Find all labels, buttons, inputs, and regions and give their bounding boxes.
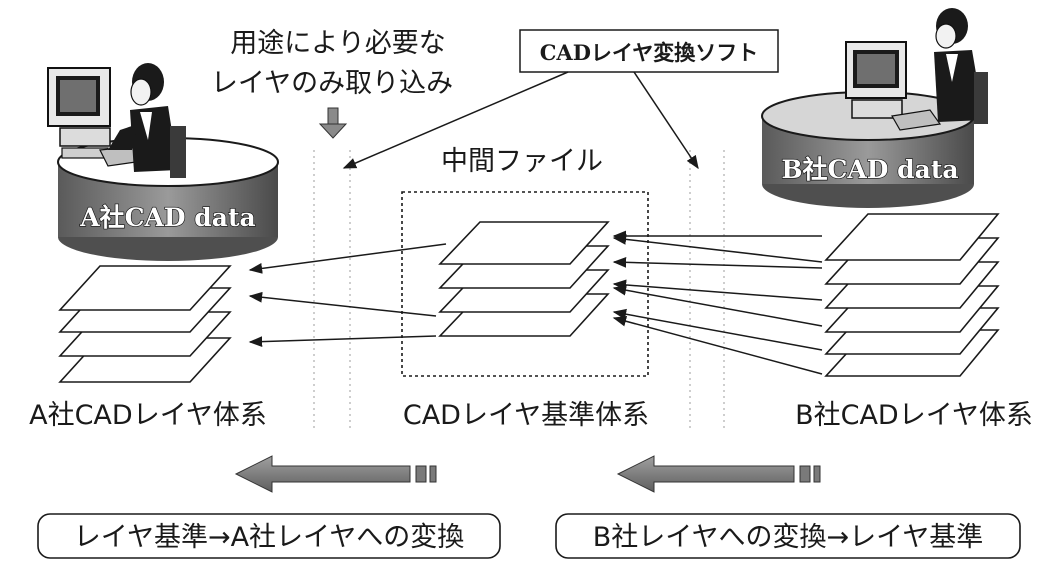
standard-system-label: CADレイヤ基準体系	[403, 400, 649, 431]
arrow-b-to-std-7	[612, 315, 823, 375]
intermediate-file-box	[401, 191, 649, 377]
software-pointer-right	[633, 71, 699, 170]
software-label: CADレイヤ変換ソフト	[540, 40, 759, 65]
arrow-std-to-a-2	[248, 291, 437, 317]
arrow-b-to-std-4	[612, 279, 823, 301]
software-pointer-left	[342, 71, 569, 169]
top-note-line1: 用途により必要な	[230, 28, 445, 59]
arrow-std-to-a-1	[248, 243, 447, 274]
company-b-layer-stack	[824, 213, 1000, 377]
down-arrow-icon	[318, 107, 348, 139]
conversion-left-label: レイヤ基準→A社レイヤへの変換	[74, 522, 464, 553]
big-left-arrow-icon	[234, 455, 437, 493]
conversion-left-box: レイヤ基準→A社レイヤへの変換	[37, 513, 501, 559]
big-right-side-arrow-icon	[616, 455, 821, 493]
standard-layer-stack	[438, 221, 610, 337]
arrow-b-to-std-6	[612, 308, 823, 351]
company-a-db-label: A社CAD data	[79, 203, 256, 232]
arrow-std-to-a-3	[248, 335, 437, 348]
intermediate-file-label: 中間ファイル	[441, 146, 603, 177]
company-a-database: A社CAD data	[57, 137, 279, 261]
company-a-system-label: A社CADレイヤ体系	[29, 400, 267, 431]
top-note-line2: レイヤのみ取り込み	[211, 68, 453, 99]
person-computer-a-icon	[47, 63, 186, 178]
conversion-right-box: B社レイヤへの変換→レイヤ基準	[555, 513, 1021, 559]
company-b-db-label: B社CAD data	[781, 155, 958, 184]
conversion-right-label: B社レイヤへの変換→レイヤ基準	[593, 522, 984, 553]
person-computer-b-icon	[845, 8, 988, 131]
arrow-b-to-std-5	[612, 284, 823, 327]
arrow-b-to-std-3	[612, 256, 823, 269]
arrow-b-to-std-2	[612, 234, 823, 263]
company-a-layer-stack	[58, 265, 232, 383]
company-b-system-label: B社CADレイヤ体系	[795, 400, 1033, 431]
software-label-box: CADレイヤ変換ソフト	[519, 29, 779, 73]
